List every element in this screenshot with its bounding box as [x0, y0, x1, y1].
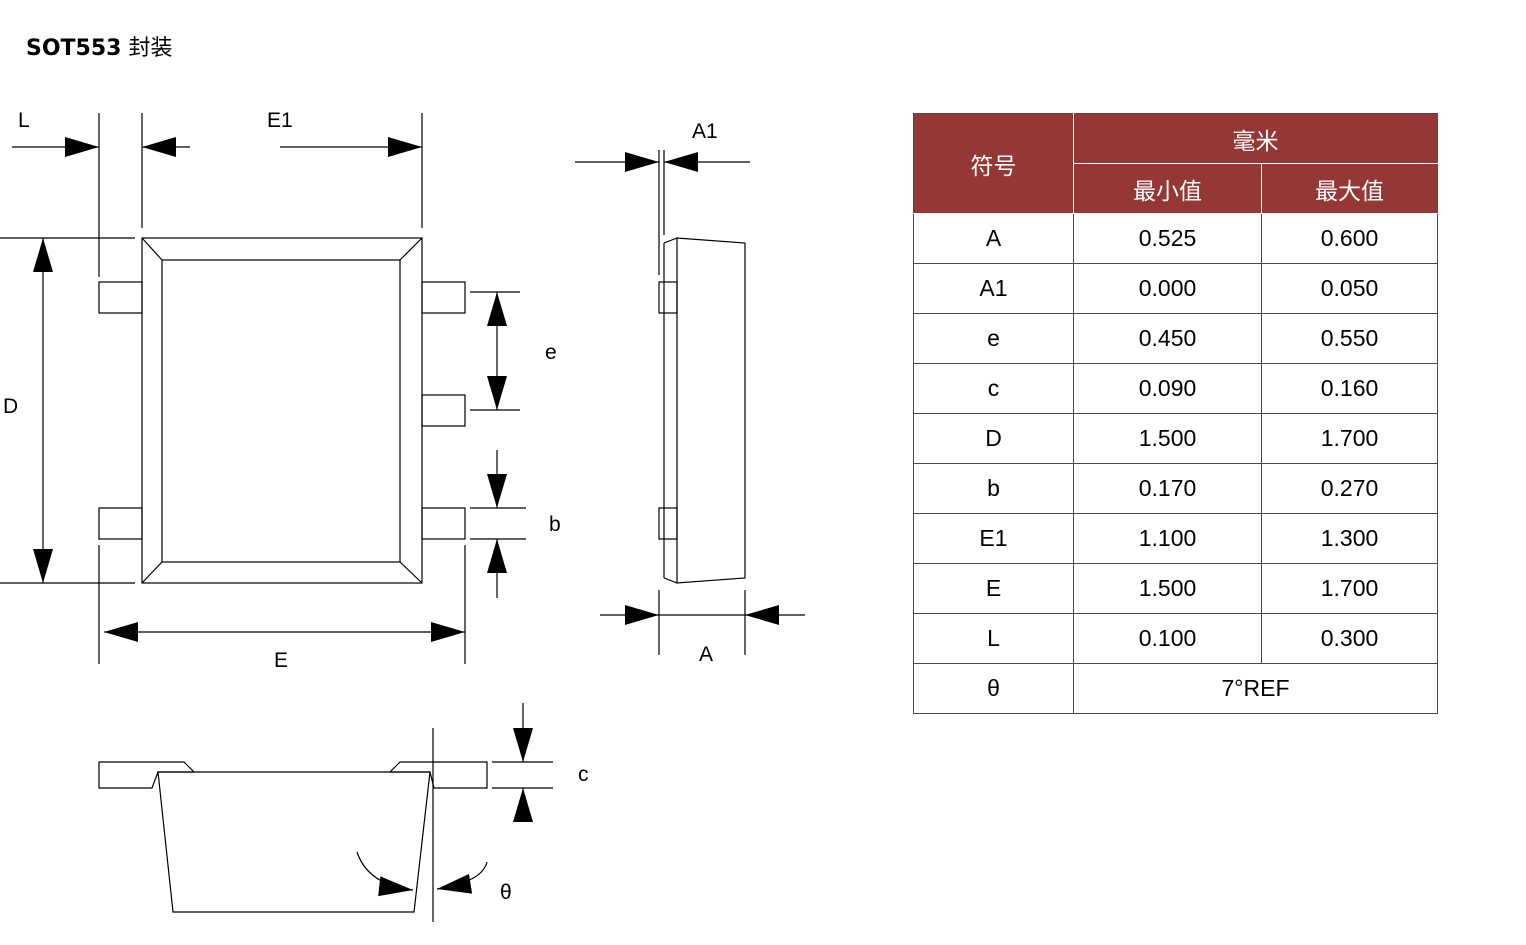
cell-max: 0.270	[1261, 463, 1438, 514]
label-e: e	[545, 341, 557, 364]
cell-symbol: E	[913, 563, 1074, 614]
package-outline-drawing: L E1 A1 D e b E A c θ	[0, 109, 805, 922]
side-lead-bottom	[658, 507, 678, 540]
lead-right-bottom	[421, 507, 466, 540]
dimension-arrows	[12, 137, 507, 642]
cell-symbol: L	[913, 613, 1074, 664]
table-row-theta: θ 7°REF	[913, 663, 1438, 714]
cell-symbol: e	[913, 313, 1074, 364]
cell-symbol: A	[913, 213, 1074, 264]
label-A1: A1	[692, 120, 718, 143]
table-row: A1 0.000 0.050	[913, 263, 1438, 314]
lead-right-top	[421, 281, 466, 314]
cell-max: 0.600	[1261, 213, 1438, 264]
package-suffix: 封装	[128, 36, 173, 61]
table-row: E 1.500 1.700	[913, 563, 1438, 614]
theta-arc-left	[356, 851, 414, 897]
package-name: SOT553	[26, 36, 122, 61]
lead-right-mid	[421, 394, 466, 427]
table-row: A 0.525 0.600	[913, 213, 1438, 264]
cell-theta-value: 7°REF	[1073, 663, 1438, 714]
header-min: 最小值	[1073, 163, 1262, 214]
cell-min: 0.090	[1073, 363, 1262, 414]
table-row: c 0.090 0.160	[913, 363, 1438, 414]
table-row: L 0.100 0.300	[913, 613, 1438, 664]
end-body	[157, 771, 431, 913]
cell-max: 0.550	[1261, 313, 1438, 364]
cell-min: 0.450	[1073, 313, 1262, 364]
end-lead-left	[98, 761, 196, 789]
cell-max: 1.700	[1261, 563, 1438, 614]
drawing-labels: L E1 A1 D e b E A c θ	[3, 109, 718, 904]
cell-min: 0.170	[1073, 463, 1262, 514]
label-E1: E1	[267, 109, 293, 132]
cell-symbol: c	[913, 363, 1074, 414]
cell-max: 1.300	[1261, 513, 1438, 564]
cell-min: 1.500	[1073, 563, 1262, 614]
dimensions-table: 符号 毫米 最小值 最大值 A 0.525 0.600 A1 0.000 0.0…	[913, 113, 1438, 714]
label-E: E	[274, 649, 288, 672]
cell-symbol: D	[913, 413, 1074, 464]
header-unit: 毫米	[1073, 113, 1438, 164]
cell-symbol: A1	[913, 263, 1074, 314]
side-body	[676, 237, 746, 584]
theta-arc-right	[436, 861, 488, 894]
cell-symbol: θ	[913, 663, 1074, 714]
cell-min: 1.100	[1073, 513, 1262, 564]
lead-left-top	[98, 281, 143, 314]
lead-left-bottom	[98, 507, 143, 540]
cell-max: 0.300	[1261, 613, 1438, 664]
cell-symbol: E1	[913, 513, 1074, 564]
header-max: 最大值	[1261, 163, 1438, 214]
cell-max: 0.160	[1261, 363, 1438, 414]
cell-max: 1.700	[1261, 413, 1438, 464]
cell-max: 0.050	[1261, 263, 1438, 314]
body-inner	[161, 259, 401, 563]
end-lead-right	[388, 761, 488, 789]
header-symbol: 符号	[913, 113, 1074, 214]
label-b: b	[549, 513, 561, 536]
label-L: L	[18, 109, 30, 132]
page-title: SOT553 封装	[26, 30, 173, 62]
cell-min: 0.100	[1073, 613, 1262, 664]
table-row: D 1.500 1.700	[913, 413, 1438, 464]
cell-symbol: b	[913, 463, 1074, 514]
label-theta: θ	[500, 881, 512, 904]
table-row: E1 1.100 1.300	[913, 513, 1438, 564]
side-lead-top	[658, 281, 678, 314]
table-row: e 0.450 0.550	[913, 313, 1438, 364]
table-row: b 0.170 0.270	[913, 463, 1438, 514]
cell-min: 0.000	[1073, 263, 1262, 314]
top-view	[0, 113, 526, 664]
cell-min: 0.525	[1073, 213, 1262, 264]
label-c: c	[578, 763, 589, 786]
body-outer	[141, 237, 423, 584]
label-A: A	[699, 643, 713, 666]
side-view	[575, 150, 805, 655]
label-D: D	[3, 395, 18, 418]
cell-min: 1.500	[1073, 413, 1262, 464]
end-view	[98, 703, 553, 922]
